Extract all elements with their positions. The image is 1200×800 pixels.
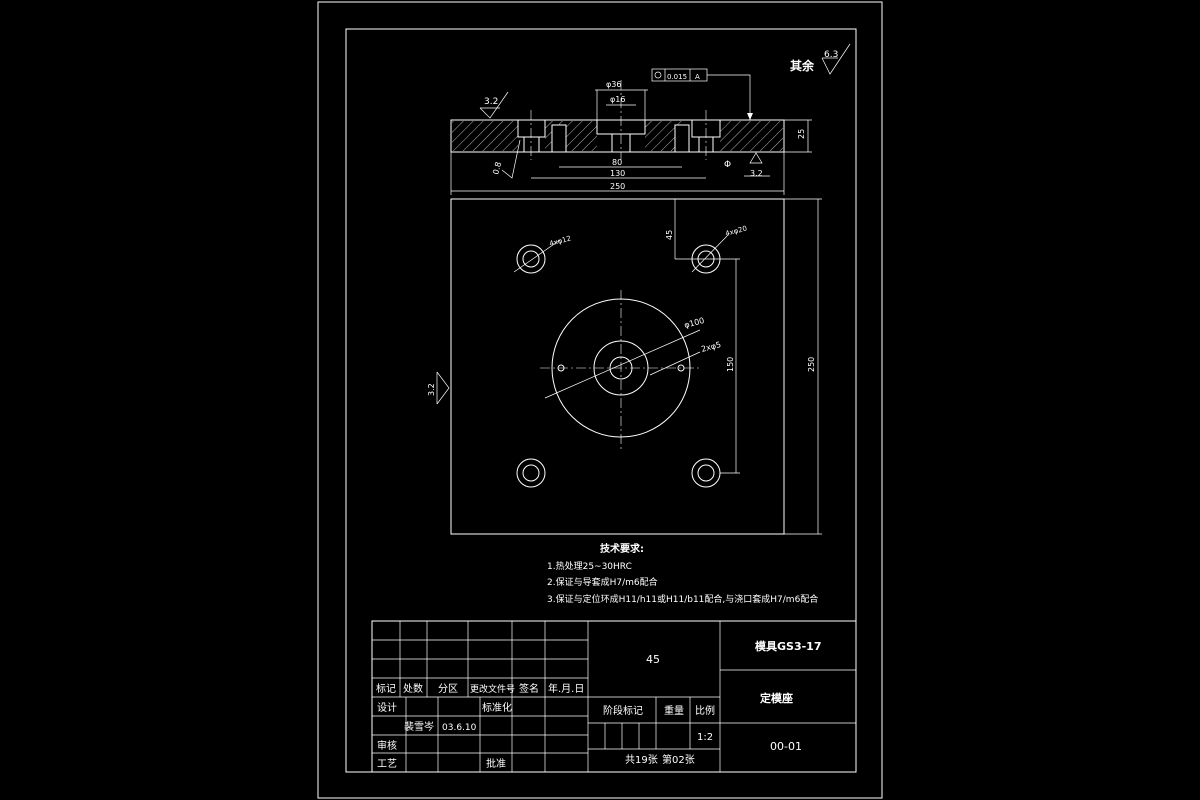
svg-text:3.2: 3.2 <box>427 383 436 396</box>
outer-frame <box>317 1 883 799</box>
tb-stage: 阶段标记 <box>603 704 643 717</box>
tech-requirements: 技术要求: 1.热处理25~30HRC 2.保证与导套成H7/m6配合 3.保证… <box>547 542 818 605</box>
roughness-rest-label: 其余 <box>790 58 815 73</box>
tech-item-3: 3.保证与定位环成H11/h11或H11/b11配合,与浇口套成H7/m6配合 <box>547 593 818 605</box>
tech-item-1: 1.热处理25~30HRC <box>547 560 632 572</box>
svg-text:3.2: 3.2 <box>750 169 763 178</box>
tb-design: 设计 <box>377 701 397 714</box>
tb-process: 工艺 <box>377 758 397 770</box>
tb-sheet-no: 第02张 <box>662 753 695 766</box>
hole-bottom-left <box>516 458 546 488</box>
hole-top-left <box>513 239 561 274</box>
tb-material: 45 <box>646 653 660 666</box>
tb-approve: 批准 <box>486 757 506 770</box>
dim-150: 150 <box>726 357 735 372</box>
dim-250-side: 250 <box>807 357 816 372</box>
tolerance-value: 0.015 <box>667 73 687 81</box>
dim-45: 45 <box>665 230 674 240</box>
tb-mark: 标记 <box>376 683 396 695</box>
tb-drawing-title: 模具GS3-17 <box>755 639 821 653</box>
tb-sheets: 共19张 <box>625 754 658 766</box>
tb-scale-value: 1:2 <box>697 732 713 743</box>
svg-text:0.8: 0.8 <box>491 161 503 176</box>
tb-weight: 重量 <box>664 704 684 717</box>
dim-phi36: φ36 <box>606 80 621 89</box>
section-view: φ36 φ16 0.015 A 3.2 0.8 3.2 Φ <box>450 68 812 195</box>
tb-review: 审核 <box>377 739 397 752</box>
dim-80: 80 <box>612 158 622 167</box>
dim-130: 130 <box>610 169 625 178</box>
tech-item-2: 2.保证与导套成H7/m6配合 <box>547 576 658 588</box>
title-block: 标记 处数 分区 更改文件号 签名 年.月.日 设计 标准化 裴雪岑 03.6.… <box>371 620 857 773</box>
tb-scale: 比例 <box>695 704 715 717</box>
roughness-bottom-right: 3.2 Φ <box>724 152 770 178</box>
dim-thickness: 25 <box>797 129 806 139</box>
tolerance-frame: 0.015 A <box>651 68 753 120</box>
roughness-top-left: 3.2 <box>479 91 509 119</box>
plan-view: φ100 2xφ5 4xφ12 4xφ20 45 150 250 <box>427 198 822 535</box>
tb-design-date: 03.6.10 <box>442 723 477 733</box>
roughness-hole: 0.8 <box>491 139 521 179</box>
label-circle-100: φ100 <box>683 316 705 330</box>
tb-part-name: 定模座 <box>760 691 793 705</box>
tb-change-doc: 更改文件号 <box>470 683 515 695</box>
svg-text:Φ: Φ <box>724 160 731 170</box>
dim-phi16: φ16 <box>610 95 625 104</box>
tb-count: 处数 <box>403 682 423 695</box>
label-holes-4x12: 4xφ12 <box>548 234 571 247</box>
tech-title: 技术要求: <box>600 542 644 555</box>
tb-sign: 签名 <box>519 682 539 695</box>
plate-outline <box>450 198 785 535</box>
label-pins-2x5: 2xφ5 <box>700 340 722 354</box>
roughness-rest-value: 6.3 <box>824 50 838 60</box>
svg-text:3.2: 3.2 <box>484 97 498 107</box>
tb-zone: 分区 <box>438 683 458 695</box>
tb-standard: 标准化 <box>482 701 512 714</box>
roughness-left: 3.2 <box>427 371 450 405</box>
hole-top-right <box>691 234 729 274</box>
tb-date: 年.月.日 <box>548 682 584 695</box>
hole-bottom-right <box>691 458 721 488</box>
circle-100 <box>551 298 691 438</box>
tb-designer: 裴雪岑 <box>404 720 434 733</box>
roughness-rest: 其余 6.3 <box>790 43 851 75</box>
tb-drawing-no: 00-01 <box>770 740 802 753</box>
label-holes-4x20: 4xφ20 <box>724 224 747 237</box>
dim-250-top: 250 <box>610 182 625 191</box>
tolerance-datum: A <box>695 73 700 81</box>
